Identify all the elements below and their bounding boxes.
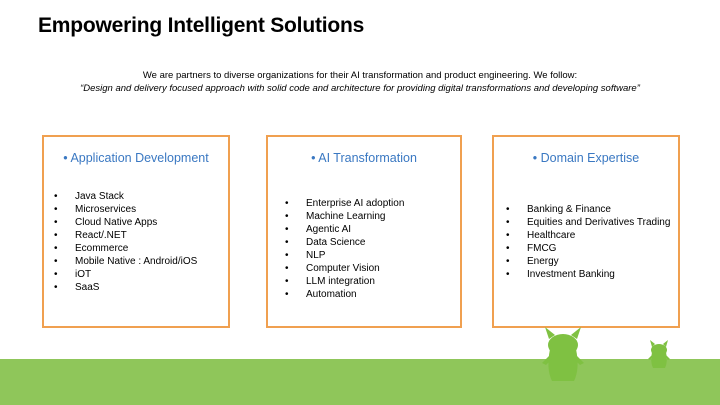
card-list: Banking & Finance Equities and Derivativ… [506,203,676,281]
card-list: Java Stack Microservices Cloud Native Ap… [54,190,224,294]
intro-quote: “Design and delivery focused approach wi… [80,82,640,94]
card-heading: • Application Development [63,151,209,165]
list-item: Microservices [54,203,224,216]
list-item: Java Stack [54,190,224,203]
card-domain-expertise: • Domain Expertise Banking & Finance Equ… [492,135,680,328]
list-item: Cloud Native Apps [54,216,224,229]
card-ai-transformation: • AI Transformation Enterprise AI adopti… [266,135,462,328]
large-mascot-icon [542,327,584,381]
list-item: Ecommerce [54,242,224,255]
slide-title: Empowering Intelligent Solutions [38,14,365,37]
intro-text: We are partners to diverse organizations… [60,70,660,95]
list-item: Automation [285,288,457,301]
grass-ground [0,359,720,405]
list-item: Banking & Finance [506,203,676,216]
card-heading: • Domain Expertise [532,151,640,165]
list-item: Agentic AI [285,223,457,236]
card-list: Enterprise AI adoption Machine Learning … [285,197,457,301]
list-item: SaaS [54,281,224,294]
list-item: Healthcare [506,229,676,242]
list-item: iOT [54,268,224,281]
list-item: Enterprise AI adoption [285,197,457,210]
list-item: FMCG [506,242,676,255]
list-item: Equities and Derivatives Trading [506,216,676,229]
list-item: Investment Banking [506,268,676,281]
list-item: LLM integration [285,275,457,288]
card-heading: • AI Transformation [311,151,417,165]
small-mascot-icon [648,340,670,368]
list-item: Energy [506,255,676,268]
list-item: NLP [285,249,457,262]
list-item: Mobile Native : Android/iOS [54,255,224,268]
list-item: Computer Vision [285,262,457,275]
intro-line: We are partners to diverse organizations… [142,70,578,81]
list-item: Machine Learning [285,210,457,223]
list-item: React/.NET [54,229,224,242]
card-application-development: • Application Development Java Stack Mic… [42,135,230,328]
list-item: Data Science [285,236,457,249]
